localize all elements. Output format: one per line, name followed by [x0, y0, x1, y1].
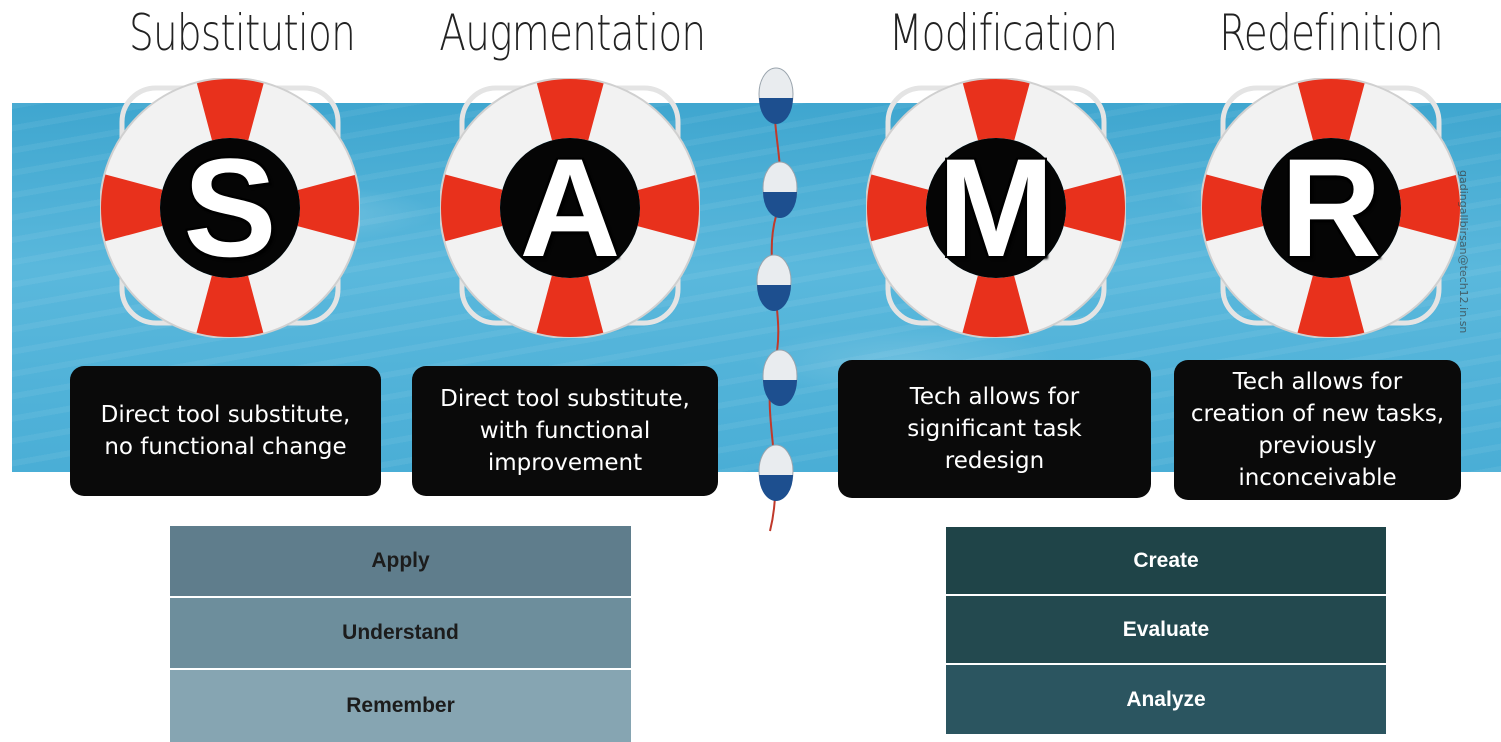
level-row-create: Create	[946, 527, 1386, 596]
stage-description-redefinition: Tech allows for creation of new tasks, p…	[1174, 360, 1461, 500]
buoy-rope-divider	[748, 66, 808, 536]
watermark: gadingallbirsan@tech12.in.sn	[1457, 170, 1470, 334]
stage-letter-a: A	[519, 129, 621, 286]
lifebuoy-icon	[1201, 78, 1461, 338]
lifebuoy-icon	[440, 78, 700, 338]
level-row-evaluate: Evaluate	[946, 596, 1386, 665]
level-row-apply: Apply	[170, 526, 631, 598]
lifebuoy-icon	[866, 78, 1126, 338]
level-row-analyze: Analyze	[946, 665, 1386, 734]
buoy-line-icon	[756, 67, 798, 532]
level-row-remember: Remember	[170, 670, 631, 742]
stage-description-augmentation: Direct tool substitute, with functional …	[412, 366, 718, 496]
lifebuoy-redefinition: R	[1201, 78, 1461, 338]
stage-letter-r: R	[1280, 129, 1382, 286]
stage-title-substitution: Substitution	[128, 4, 356, 62]
stage-title-redefinition: Redefinition	[1219, 4, 1443, 62]
lower-order-levels-table: Apply Understand Remember	[170, 526, 631, 742]
lifebuoy-modification: M	[866, 78, 1126, 338]
higher-order-levels-table: Create Evaluate Analyze	[946, 527, 1386, 734]
lifebuoy-augmentation: A	[440, 78, 700, 338]
stage-letter-s: S	[183, 129, 277, 286]
level-row-understand: Understand	[170, 598, 631, 670]
stage-title-modification: Modification	[888, 4, 1118, 62]
stage-letter-m: M	[937, 129, 1055, 286]
stage-description-substitution: Direct tool substitute, no functional ch…	[70, 366, 381, 496]
lifebuoy-substitution: S	[100, 78, 360, 338]
stage-description-modification: Tech allows for significant task redesig…	[838, 360, 1151, 498]
stage-title-augmentation: Augmentation	[439, 4, 706, 62]
lifebuoy-icon	[100, 78, 360, 338]
